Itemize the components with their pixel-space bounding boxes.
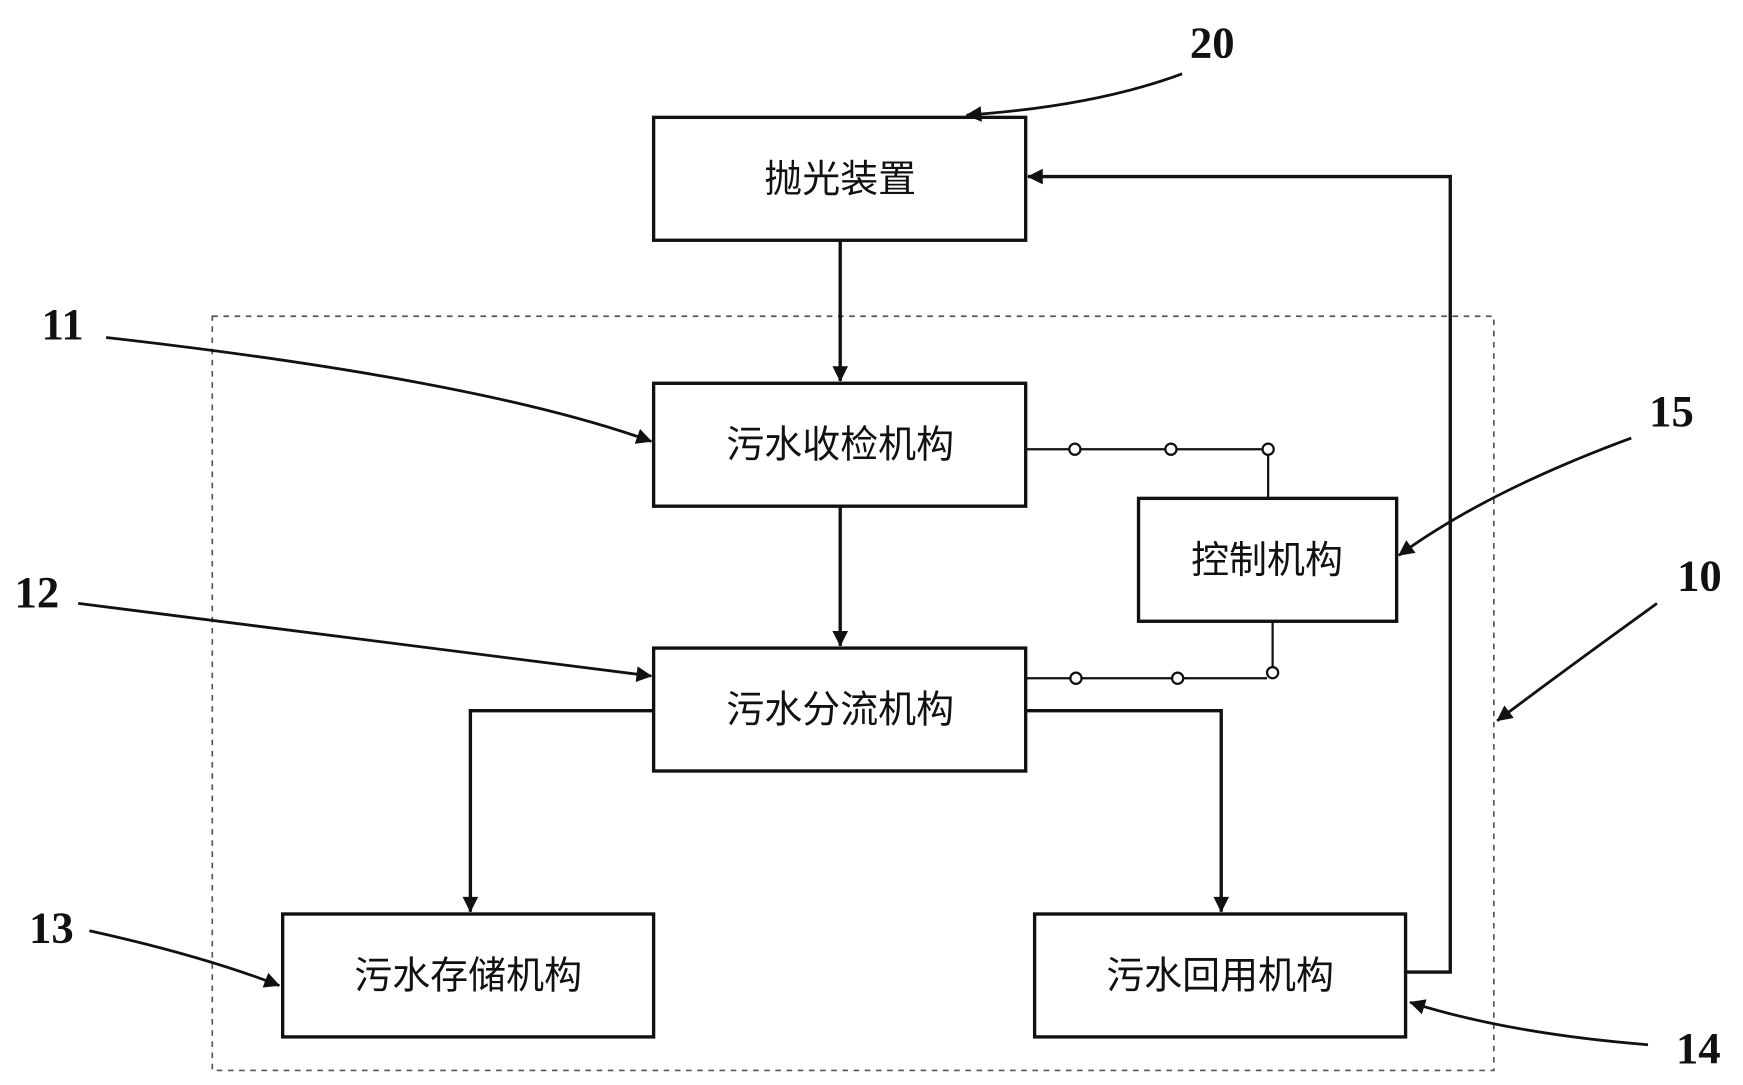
switch-diversion-control [1025,621,1280,685]
block-label: 控制机构 [1191,538,1343,582]
block-reuse: 污水回用机构 [1032,912,1408,1039]
leader-11 [105,336,653,444]
block-diversion: 污水分流机构 [651,646,1028,773]
ref-11: 11 [41,299,83,349]
block-collection: 污水收检机构 [651,381,1028,508]
arrow-reuse-to-polishing [1027,168,1452,974]
leader-12 [78,602,653,682]
block-polishing-device: 抛光装置 [651,115,1028,242]
block-label: 污水存储机构 [354,953,582,997]
leader-15 [1398,436,1632,557]
ref-15: 15 [1649,386,1694,436]
block-label: 抛光装置 [764,157,916,201]
block-control: 控制机构 [1136,496,1399,623]
block-storage: 污水存储机构 [281,912,656,1039]
block-label: 污水回用机构 [1106,953,1334,997]
system-boundary [211,315,1495,1072]
leader-14 [1409,999,1649,1047]
arrow-diversion-to-reuse [1025,708,1230,913]
block-label: 污水分流机构 [726,688,954,732]
leader-20 [965,72,1183,122]
ref-14: 14 [1676,1023,1721,1073]
arrow-diversion-to-storage [462,708,654,913]
ref-12: 12 [15,567,60,617]
ref-10: 10 [1677,550,1722,600]
ref-20: 20 [1190,18,1235,68]
leader-10 [1496,602,1658,722]
block-label: 污水收检机构 [726,423,954,467]
ref-13: 13 [29,902,74,952]
switch-collection-control [1025,442,1275,499]
leader-13 [89,929,281,988]
